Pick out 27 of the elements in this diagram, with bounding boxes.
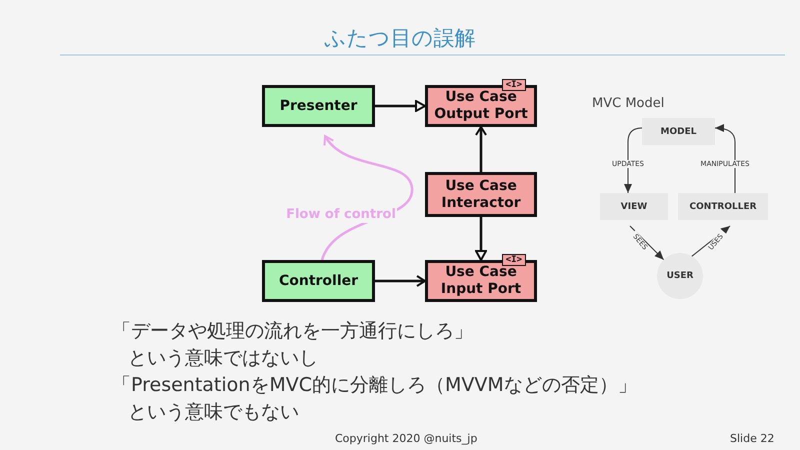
arrow (475, 217, 487, 261)
arrow (714, 124, 736, 194)
arrow (375, 100, 426, 112)
arrow (630, 226, 664, 260)
interface-tag: <I> (502, 79, 526, 91)
body-text: 「PresentationをMVC的に分離しろ（MVVMなどの否定）」 (112, 373, 637, 398)
component-box: CONTROLLER (678, 193, 768, 220)
class-box: Use Case Interactor (425, 172, 537, 217)
slide-number: Slide 22 (730, 432, 774, 445)
class-box: Controller (262, 260, 375, 302)
body-text: 「データや処理の流れを一方通行にしろ」 (112, 319, 473, 344)
slide-title: ふたつ目の誤解 (324, 25, 476, 52)
body-text: という意味でもない (128, 400, 299, 425)
component-box: MODEL (642, 118, 715, 145)
arrow (624, 128, 642, 194)
arrow (475, 126, 487, 172)
class-box: Presenter (262, 85, 375, 127)
body-text: という意味ではないし (128, 346, 318, 371)
arrow (375, 275, 426, 287)
interface-tag: <I> (502, 254, 526, 266)
component-box: VIEW (600, 193, 668, 220)
copyright-text: Copyright 2020 @nuits_jp (335, 432, 478, 445)
box-label: Use Case Input Port (440, 264, 522, 298)
box-label: Use Case Output Port (433, 89, 529, 123)
user-circle: USER (657, 253, 703, 299)
edge-label: Flow of control (285, 207, 397, 223)
diagram-heading: MVC Model (592, 96, 664, 111)
